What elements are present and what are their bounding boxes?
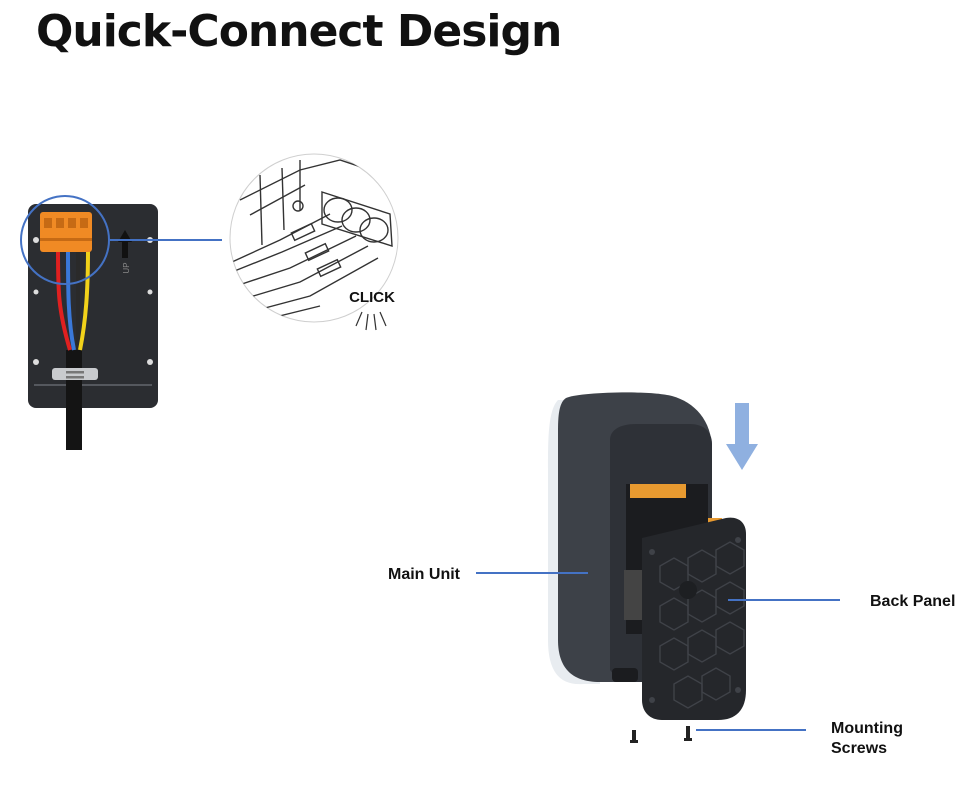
down-arrow-icon bbox=[726, 403, 758, 470]
main-unit-label: Main Unit bbox=[388, 566, 460, 583]
up-marker: UP bbox=[122, 262, 131, 273]
wiring-back-plate: UP bbox=[20, 195, 158, 450]
click-lines-icon bbox=[355, 311, 387, 331]
back-panel-label: Back Panel bbox=[870, 593, 956, 610]
connector-detail-view: CLICK bbox=[229, 153, 399, 331]
mounting-screws-label: Mounting Screws bbox=[831, 719, 903, 759]
mounting-screws-label-line2: Screws bbox=[831, 740, 888, 757]
page-title: Quick-Connect Design bbox=[36, 6, 562, 57]
back-panel bbox=[642, 517, 746, 720]
mounting-screws-label-line1: Mounting bbox=[831, 720, 903, 737]
mounting-screws bbox=[630, 726, 692, 743]
click-text: CLICK bbox=[349, 289, 395, 306]
